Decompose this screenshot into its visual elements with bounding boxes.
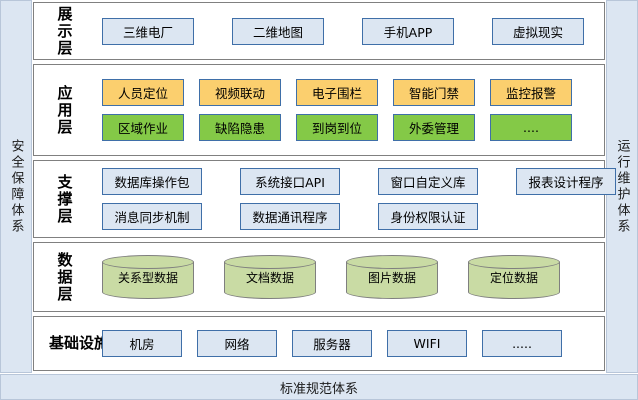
node-box[interactable]: ....: [490, 114, 572, 141]
node-box[interactable]: 人员定位: [102, 79, 184, 106]
database-cylinder[interactable]: 文档数据: [224, 255, 316, 299]
cylinder-label: 图片数据: [367, 270, 416, 285]
application-layer-body: 人员定位视频联动电子围栏智能门禁监控报警区域作业缺陷隐患到岗到位外委管理....: [94, 79, 604, 141]
layer-data-layer: 数据层 关系型数据 文档数据 图片数据 定位数据: [33, 242, 605, 312]
infrastructure-layer-label: 基础设施: [34, 333, 110, 352]
infrastructure-layer-body: 机房网络服务器 WIFI.....: [94, 330, 604, 357]
node-box[interactable]: .....: [482, 330, 562, 357]
node-box[interactable]: 缺陷隐患: [199, 114, 281, 141]
node-row: 人员定位视频联动电子围栏智能门禁监控报警: [94, 79, 598, 106]
infrastructure-layer-label-text: 基础设施: [49, 333, 110, 352]
cylinder-label: 定位数据: [489, 270, 538, 285]
application-layer-label: 应用层: [34, 85, 94, 136]
node-row: 消息同步机制 数据通讯程序 身份权限认证: [94, 203, 616, 230]
cylinder-top: [224, 255, 316, 269]
database-cylinder[interactable]: 关系型数据: [102, 255, 194, 299]
node-box[interactable]: 区域作业: [102, 114, 184, 141]
node-box[interactable]: 服务器: [292, 330, 372, 357]
support-layer-label-text: 支撑层: [55, 173, 74, 225]
right-band-label: 运行维护体系: [614, 138, 630, 235]
data-layer-label-text: 数据层: [55, 251, 74, 303]
layer-application-layer: 应用层人员定位视频联动电子围栏智能门禁监控报警区域作业缺陷隐患到岗到位外委管理.…: [33, 64, 605, 156]
node-box[interactable]: 虚拟现实: [492, 17, 584, 45]
node-box[interactable]: 身份权限认证: [378, 203, 478, 230]
node-box[interactable]: 到岗到位: [296, 114, 378, 141]
node-box[interactable]: 监控报警: [490, 79, 572, 106]
node-box[interactable]: 二维地图: [232, 17, 324, 45]
left-band-label: 安全保障体系: [8, 138, 24, 235]
presentation-layer-body: 三维电厂 二维地图 手机APP 虚拟现实: [94, 17, 604, 45]
cylinder-label: 文档数据: [245, 270, 294, 285]
left-band-security-assurance: 安全保障体系: [0, 0, 32, 373]
node-row: 区域作业缺陷隐患到岗到位外委管理....: [94, 114, 598, 141]
node-box[interactable]: 手机APP: [362, 17, 454, 45]
node-box[interactable]: 窗口自定义库: [378, 168, 478, 195]
layer-infrastructure-layer: 基础设施机房网络服务器 WIFI.....: [33, 316, 605, 371]
node-box[interactable]: 智能门禁: [393, 79, 475, 106]
node-box[interactable]: 电子围栏: [296, 79, 378, 106]
cylinder-top: [346, 255, 438, 269]
cylinder-top: [102, 255, 194, 269]
presentation-layer-label: 展示层: [34, 6, 94, 57]
node-box[interactable]: 数据通讯程序: [240, 203, 340, 230]
node-box[interactable]: 消息同步机制: [102, 203, 202, 230]
node-row: 三维电厂 二维地图 手机APP 虚拟现实: [94, 17, 598, 45]
bottom-bar-standards: 标准规范体系: [0, 374, 638, 400]
bottom-bar-label: 标准规范体系: [279, 381, 358, 397]
node-row: 数据库操作包 系统接口API 窗口自定义库 报表设计程序: [94, 168, 616, 195]
node-box[interactable]: 数据库操作包: [102, 168, 202, 195]
data-layer-label: 数据层: [34, 252, 94, 303]
layer-stack: 展示层 三维电厂 二维地图 手机APP 虚拟现实应用层 人员定位视频联动电子围栏智能门禁监…: [33, 0, 616, 373]
application-layer-label-text: 应用层: [55, 84, 74, 136]
node-box[interactable]: 视频联动: [199, 79, 281, 106]
data-layer-body: 关系型数据 文档数据 图片数据 定位数据: [94, 255, 604, 299]
layer-presentation-layer: 展示层 三维电厂 二维地图 手机APP 虚拟现实: [33, 2, 605, 60]
support-layer-label: 支撑层: [34, 174, 94, 225]
support-layer-body: 数据库操作包 系统接口API 窗口自定义库 报表设计程序消息同步机制 数据通讯程序 身份权…: [94, 168, 622, 230]
node-box[interactable]: 三维电厂: [102, 17, 194, 45]
node-box[interactable]: 外委管理: [393, 114, 475, 141]
database-cylinder[interactable]: 定位数据: [468, 255, 560, 299]
cylinder-label: 关系型数据: [117, 270, 178, 285]
node-box[interactable]: 报表设计程序: [516, 168, 616, 195]
database-cylinder[interactable]: 图片数据: [346, 255, 438, 299]
node-box[interactable]: 机房: [102, 330, 182, 357]
layer-support-layer: 支撑层 数据库操作包 系统接口API 窗口自定义库 报表设计程序消息同步机制 数据通讯程序…: [33, 160, 616, 238]
node-row: 关系型数据 文档数据 图片数据 定位数据: [94, 255, 598, 299]
node-row: 机房网络服务器 WIFI.....: [94, 330, 598, 357]
node-box[interactable]: 系统接口API: [240, 168, 340, 195]
node-box[interactable]: WIFI: [387, 330, 467, 357]
node-box[interactable]: 网络: [197, 330, 277, 357]
presentation-layer-label-text: 展示层: [55, 5, 74, 57]
cylinder-top: [468, 255, 560, 269]
